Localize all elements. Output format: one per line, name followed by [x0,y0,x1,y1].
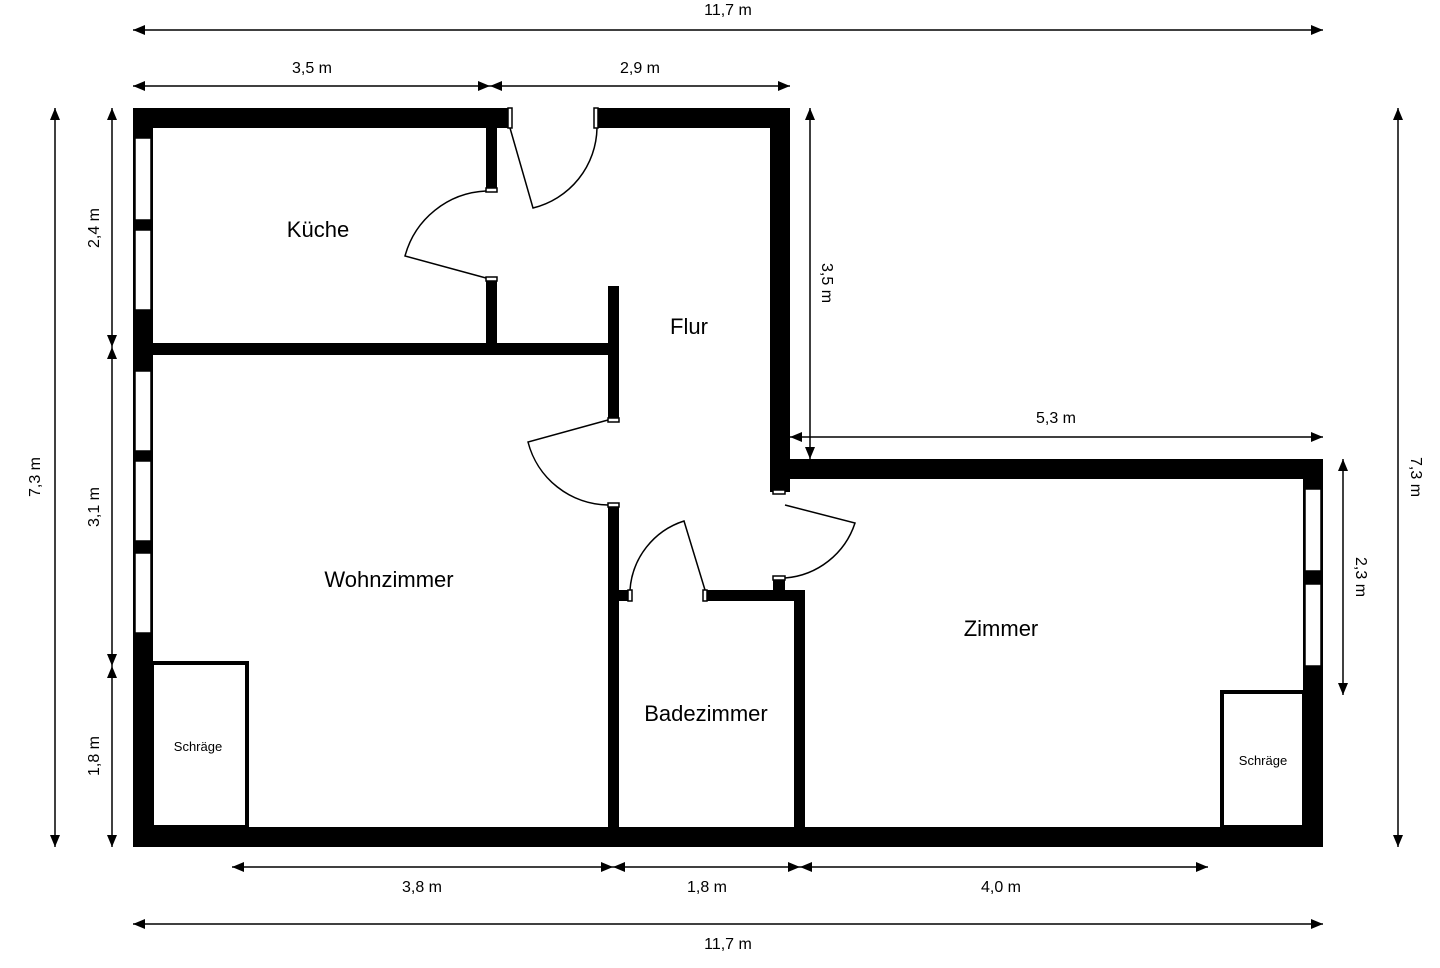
dim-label-zimmer-bottom: 4,0 m [981,879,1021,896]
wall-kueche-right-upper [486,108,497,190]
door-jamb-kueche-b [485,276,498,282]
schraege-right-label: Schräge [1239,753,1287,768]
dimension-lines [54,29,1399,925]
dim-label-bad-bottom: 1,8 m [687,879,727,896]
window-wohn-1 [134,370,152,452]
door-jamb-bad-r [702,589,708,602]
dim-label-zimmer-window: 2,3 m [1352,557,1369,597]
wall-wohn-flur-upper [608,286,619,420]
schraege-left-box [150,661,249,829]
schraege-left-label: Schräge [174,739,222,754]
door-jamb-zimmer-t [772,489,786,495]
room-label-badezimmer: Badezimmer [644,701,767,726]
wall-bad-top-right [705,590,805,601]
wall-right-flur-b [770,108,790,490]
room-label-flur: Flur [670,314,708,339]
dim-label-wohn-bottom: 3,8 m [402,879,442,896]
door-jamb-zimmer-b [772,575,786,581]
dim-label-total-bottom: 11,7 m [704,936,752,953]
door-kueche [404,190,487,279]
door-jamb-bad-l [627,589,633,602]
door-jamb-kueche-t [485,187,498,193]
wall-top-kueche [133,108,510,128]
door-jamb-wohn-t [607,417,620,423]
window-zimmer-1 [1304,488,1322,572]
wall-bad-top-left [608,590,630,601]
schraege-right-box [1220,690,1306,829]
dim-label-flur-top: 2,9 m [620,60,660,77]
door-bad [629,520,706,591]
dim-label-kueche-top: 3,5 m [292,60,332,77]
wall-top-flur [597,108,790,128]
room-label-kueche: Küche [287,217,349,242]
room-label-zimmer: Zimmer [964,616,1039,641]
dim-label-left-wohn: 3,1 m [86,487,103,527]
wall-bottom [133,827,1323,847]
dim-label-flur-right: 3,5 m [818,263,835,303]
dim-label-zimmer-top: 5,3 m [1036,410,1076,427]
door-jamb-wohn-b [607,502,620,508]
door-entrance [509,127,598,209]
window-kueche-2 [134,229,152,311]
window-wohn-2 [134,460,152,542]
doors [404,107,856,602]
room-label-wohnzimmer: Wohnzimmer [324,567,453,592]
door-jamb-entrance-l [507,107,513,129]
door-wohnzimmer [527,419,609,506]
window-wohn-3 [134,552,152,634]
wall-bad-right [794,590,805,847]
wall-wohn-bad [608,505,619,847]
window-kueche-1 [134,137,152,221]
dim-label-right-total: 7,3 m [1407,457,1424,497]
dim-label-left-total: 7,3 m [27,457,44,497]
dim-label-left-kueche: 2,4 m [86,208,103,248]
door-jamb-entrance-r [593,107,599,129]
windows [134,137,1322,667]
window-zimmer-2 [1304,583,1322,667]
wall-zimmer-jamb [773,578,785,601]
wall-top-zimmer [770,459,1323,479]
door-zimmer [784,504,856,579]
dim-label-left-schraege: 1,8 m [86,736,103,776]
wall-kueche-right-lower [486,280,497,350]
wall-kueche-wohn [133,343,619,355]
dim-label-total-top: 11,7 m [704,2,752,19]
